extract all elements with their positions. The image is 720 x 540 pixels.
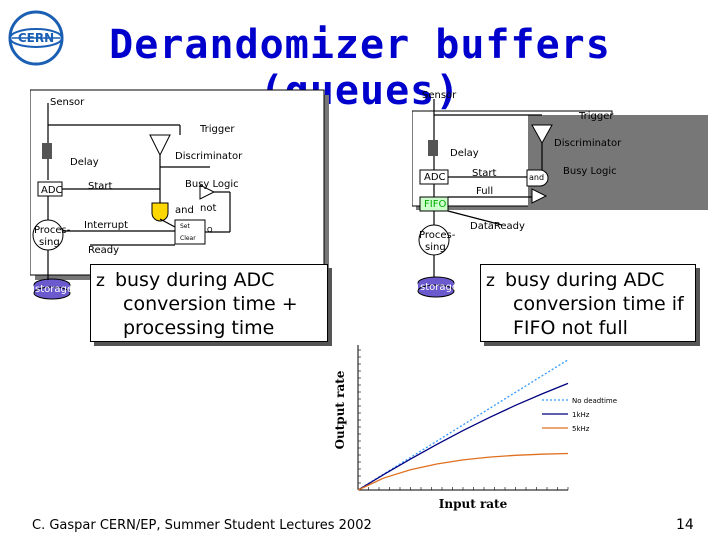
right-start-label: Start bbox=[472, 168, 497, 179]
left-bullet-box: z busy during ADC conversion time + proce… bbox=[90, 264, 328, 342]
left-and-label: and bbox=[175, 205, 194, 216]
right-processing-line1: Proces- bbox=[419, 230, 456, 241]
page-number: 14 bbox=[676, 517, 694, 533]
legend-label-2: 5kHz bbox=[572, 425, 590, 433]
x-axis-label: Input rate bbox=[439, 497, 508, 511]
left-diagram-svg bbox=[30, 89, 329, 300]
right-diagram-svg bbox=[412, 99, 708, 298]
right-sensor-label: Sensor bbox=[422, 90, 457, 101]
series-line-0 bbox=[357, 359, 569, 491]
left-ready-label: Ready bbox=[88, 245, 120, 256]
left-bullet-line2: conversion time + bbox=[123, 293, 298, 315]
left-diagram: Sensor Trigger Delay Discriminator ADC S… bbox=[30, 85, 330, 315]
right-diagram: Sensor Trigger Discriminator Delay ADC S… bbox=[412, 85, 712, 300]
footer-text: C. Gaspar CERN/EP, Summer Student Lectur… bbox=[32, 518, 372, 533]
cern-logo: CERN bbox=[8, 10, 64, 66]
right-and-gate bbox=[526, 169, 549, 187]
series-line-1 bbox=[357, 382, 569, 491]
left-processing-line2: sing bbox=[39, 237, 60, 248]
right-discriminator-label: Discriminator bbox=[554, 138, 622, 149]
bullet-icon: z bbox=[486, 271, 495, 291]
left-bullet-line1: z busy during ADC bbox=[96, 268, 274, 293]
left-bullet-text-1: busy during ADC bbox=[114, 269, 275, 291]
left-discriminator-label: Discriminator bbox=[175, 151, 243, 162]
left-storage-label: storage bbox=[35, 284, 73, 295]
right-busy-logic-label: Busy Logic bbox=[563, 166, 617, 177]
right-bullet-line2: conversion time if bbox=[513, 293, 684, 315]
right-busy-gate bbox=[531, 188, 548, 204]
legend-label-1: 1kHz bbox=[572, 411, 590, 419]
right-bullet-text-1: busy during ADC bbox=[504, 269, 665, 291]
left-bullet-line3: processing time bbox=[123, 317, 275, 339]
right-adc-label: ADC bbox=[424, 172, 446, 183]
and-gate bbox=[151, 202, 169, 222]
right-fifo-label: FIFO bbox=[424, 199, 447, 210]
not-gate bbox=[199, 184, 216, 200]
left-interrupt-label: Interrupt bbox=[84, 220, 129, 231]
flip-flop-q: Q bbox=[207, 226, 213, 234]
delay-block bbox=[42, 143, 52, 159]
series-line-2 bbox=[357, 452, 569, 491]
left-busy-logic-label: Busy Logic bbox=[185, 179, 239, 190]
right-processing-line2: sing bbox=[425, 242, 446, 253]
bullet-icon: z bbox=[96, 271, 105, 291]
right-bullet-line3: FIFO not full bbox=[513, 317, 628, 339]
right-full-label: Full bbox=[476, 186, 494, 197]
left-delay-label: Delay bbox=[70, 157, 99, 168]
left-start-label: Start bbox=[88, 181, 113, 192]
y-axis-label: Output rate bbox=[333, 370, 347, 449]
left-not-label: not bbox=[200, 203, 217, 214]
right-storage-label: storage bbox=[420, 282, 458, 293]
slide-title: Derandomizer buffers (queues) bbox=[109, 22, 611, 114]
flip-flop-set: Set bbox=[180, 223, 190, 230]
right-delay-label: Delay bbox=[450, 148, 479, 159]
left-adc-label: ADC bbox=[41, 185, 63, 196]
legend-label-0: No deadtime bbox=[572, 397, 617, 405]
left-sensor-label: Sensor bbox=[50, 97, 85, 108]
right-delay-block bbox=[428, 140, 438, 156]
right-and-label: and bbox=[529, 173, 545, 182]
right-discriminator-symbol bbox=[531, 124, 553, 145]
right-bullet-box: z busy during ADC conversion time if FIFO… bbox=[480, 264, 696, 342]
left-processing-line1: Proces- bbox=[34, 225, 71, 236]
right-bullet-line1: z busy during ADC bbox=[486, 268, 664, 293]
flip-flop-clear: Clear bbox=[180, 235, 196, 242]
left-trigger-label: Trigger bbox=[200, 124, 235, 135]
logo-text: CERN bbox=[18, 31, 54, 45]
discriminator-symbol bbox=[149, 134, 171, 157]
right-dataready-label: DataReady bbox=[470, 221, 525, 232]
right-trigger-label: Trigger bbox=[579, 111, 614, 122]
